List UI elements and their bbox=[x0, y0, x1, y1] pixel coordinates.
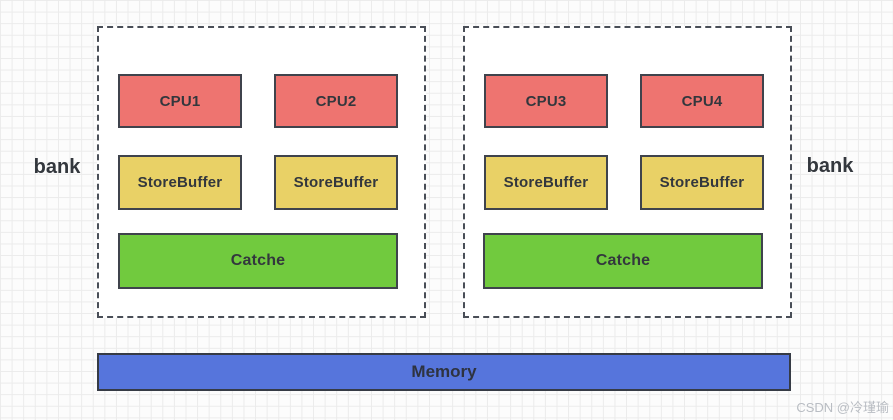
store-buffer-box-4: StoreBuffer bbox=[640, 155, 764, 210]
store-buffer-box-1: StoreBuffer bbox=[118, 155, 242, 210]
cache-box-left: Catche bbox=[118, 233, 398, 289]
cache-box-right: Catche bbox=[483, 233, 763, 289]
cpu2-box: CPU2 bbox=[274, 74, 398, 128]
watermark: CSDN @冷瑾瑜 bbox=[796, 400, 889, 415]
bank-label-left: bank bbox=[33, 156, 81, 178]
cpu3-box: CPU3 bbox=[484, 74, 608, 128]
cpu1-box: CPU1 bbox=[118, 74, 242, 128]
store-buffer-box-2: StoreBuffer bbox=[274, 155, 398, 210]
store-buffer-box-3: StoreBuffer bbox=[484, 155, 608, 210]
cpu4-box: CPU4 bbox=[640, 74, 764, 128]
bank-label-right: bank bbox=[806, 155, 854, 177]
memory-box: Memory bbox=[97, 353, 791, 391]
